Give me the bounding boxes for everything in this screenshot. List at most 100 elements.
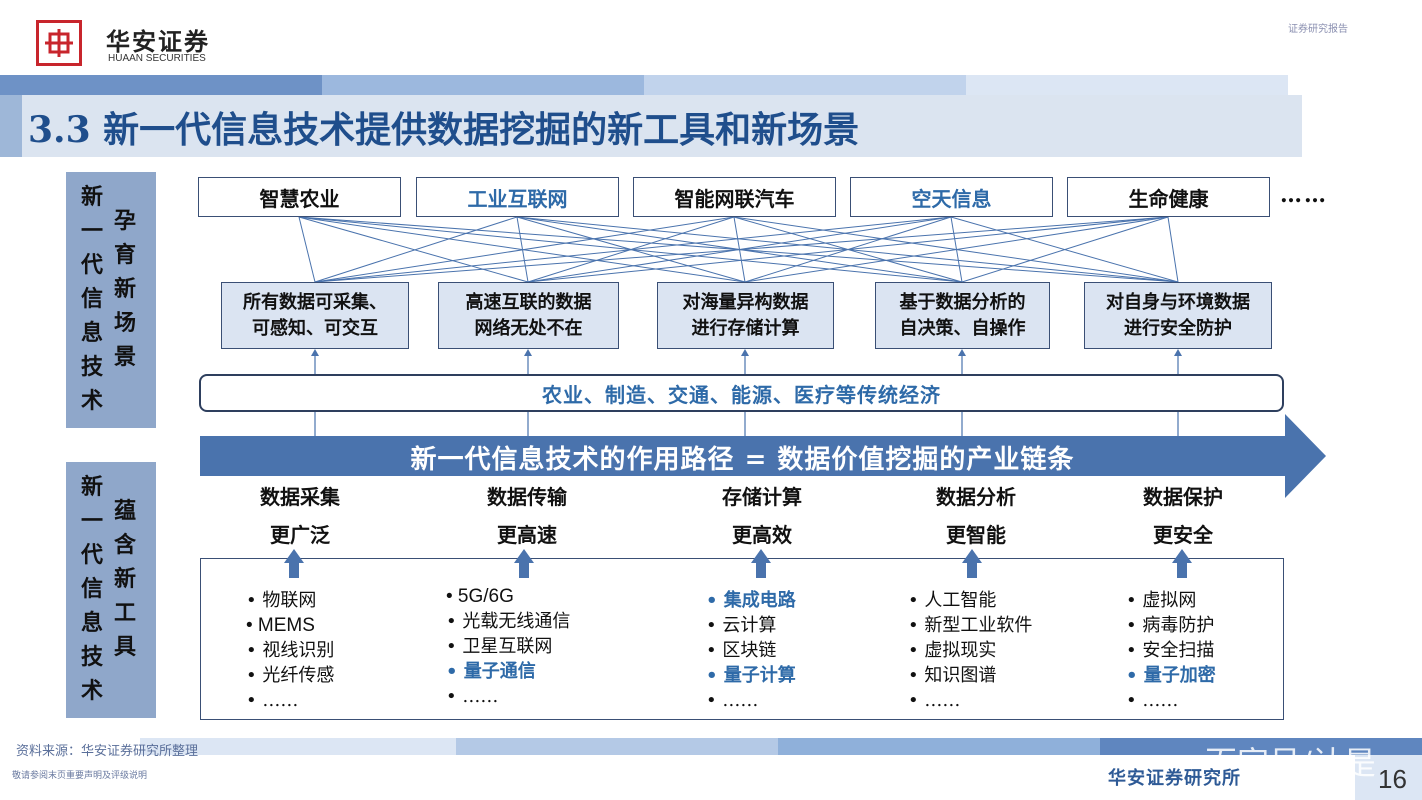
tool-item: • 新型工业软件 — [908, 615, 1033, 636]
page-number: 16 — [1378, 764, 1407, 794]
footer-stripe — [456, 738, 778, 755]
connector-line — [314, 216, 1169, 283]
stage-name: 数据传输 — [487, 485, 567, 509]
up-arrow-icon — [284, 549, 304, 578]
tools-box — [200, 558, 1284, 720]
tool-item: • 安全扫描 — [1126, 640, 1215, 661]
tool-item: • …… — [246, 690, 299, 711]
disclaimer: 敬请参阅末页重要声明及评级说明 — [12, 771, 148, 781]
header-stripe — [644, 75, 966, 95]
slide-title: 3.3 新一代信息技术提供数据挖掘的新工具和新场景 — [28, 109, 860, 151]
side-label-tech: 新一代信息技术 — [80, 184, 103, 414]
tool-item: • 知识图谱 — [908, 665, 997, 686]
tool-item: • 卫星互联网 — [446, 636, 553, 657]
header-stripe — [966, 75, 1288, 95]
page-corner — [1355, 755, 1422, 800]
watermark: 百家号/认是 — [1205, 744, 1376, 782]
connector-line — [961, 216, 1169, 283]
stage-quality: 更安全 — [1153, 523, 1213, 547]
scene-box: 智慧农业 — [198, 177, 401, 217]
connector-line — [527, 216, 1169, 283]
tool-item: • 视线识别 — [246, 640, 335, 661]
stage-name: 数据分析 — [936, 485, 1016, 509]
traditional-economy-bar: 农业、制造、交通、能源、医疗等传统经济 — [199, 374, 1284, 412]
effect-line: 自决策、自操作 — [899, 317, 1026, 339]
side-label-new-scenes: 孕育新场景 — [113, 208, 136, 370]
tool-item: • MEMS — [246, 615, 315, 636]
stage-name: 数据采集 — [260, 485, 340, 509]
stage-quality: 更广泛 — [270, 523, 330, 547]
tool-item: • …… — [706, 690, 759, 711]
side-panel-tools — [66, 462, 156, 718]
header-stripe — [322, 75, 644, 95]
scene-label: 工业互联网 — [467, 186, 568, 211]
small-arrowhead — [311, 349, 319, 356]
tool-list: • 5G/6G• 光载无线通信• 卫星互联网• 量子通信• …… — [446, 584, 570, 709]
effect-line: 所有数据可采集、 — [243, 291, 387, 313]
tool-item: • 光载无线通信 — [446, 611, 571, 632]
header-stripe — [0, 75, 322, 95]
tool-item: • …… — [446, 686, 499, 707]
small-arrowhead — [741, 349, 749, 356]
up-arrow-icon — [1172, 549, 1192, 578]
tool-item: • 集成电路 — [706, 590, 796, 611]
up-arrow-icon — [514, 549, 534, 578]
effect-line: 进行存储计算 — [691, 317, 800, 339]
effect-box: 所有数据可采集、可感知、可交互 — [221, 282, 409, 349]
stage-quality: 更高速 — [497, 523, 557, 547]
effect-box: 基于数据分析的自决策、自操作 — [875, 282, 1050, 349]
tool-list: • 虚拟网• 病毒防护• 安全扫描• 量子加密• …… — [1126, 588, 1216, 713]
scene-label: 空天信息 — [911, 186, 992, 211]
effect-line: 进行安全防护 — [1124, 317, 1232, 339]
tool-list: • 人工智能• 新型工业软件• 虚拟现实• 知识图谱• …… — [908, 588, 1032, 713]
connector-line — [298, 216, 316, 283]
up-arrow-icon — [962, 549, 982, 578]
footer-stripe — [140, 738, 456, 755]
scene-label: 智慧农业 — [259, 186, 340, 211]
small-arrowhead — [1174, 349, 1182, 356]
brand-name-en: HUAAN SECURITIES — [108, 53, 206, 64]
scene-box: 生命健康 — [1067, 177, 1270, 217]
effect-line: 对自身与环境数据 — [1106, 291, 1250, 313]
tool-list: • 集成电路• 云计算• 区块链• 量子计算• …… — [706, 588, 796, 713]
effect-line: 网络无处不在 — [474, 317, 583, 339]
source-note: 资料来源：华安证券研究所整理 — [16, 744, 199, 759]
path-arrow-label: 新一代信息技术的作用路径 = 数据价值挖掘的产业链条 — [410, 444, 1075, 475]
scene-label: 智能网联汽车 — [674, 186, 795, 211]
stage-name: 存储计算 — [722, 485, 802, 509]
connector-line — [314, 216, 518, 283]
stage-quality: 更智能 — [946, 523, 1006, 547]
tool-item: • 虚拟现实 — [908, 640, 997, 661]
tool-item: • 云计算 — [706, 615, 777, 636]
footer-institute: 华安证券研究所 — [1108, 768, 1241, 789]
tool-item: • 物联网 — [246, 590, 317, 611]
title-band — [0, 95, 1302, 157]
brand-logo — [36, 20, 82, 66]
small-arrowhead — [958, 349, 966, 356]
effect-line: 基于数据分析的 — [899, 291, 1026, 313]
side-panel-scenes — [66, 172, 156, 428]
title-accent-bar — [0, 95, 22, 157]
effect-line: 对海量异构数据 — [682, 291, 809, 313]
tool-item: • 量子加密 — [1126, 665, 1216, 686]
up-arrow-icon — [751, 549, 771, 578]
scene-label: 生命健康 — [1128, 186, 1209, 211]
tool-item: • 人工智能 — [908, 590, 997, 611]
small-arrowhead — [524, 349, 532, 356]
huaan-logo-icon — [45, 29, 73, 57]
path-arrow-shape — [200, 414, 1326, 498]
tool-item: • 虚拟网 — [1126, 590, 1197, 611]
side-label-new-tools: 蕴含新工具 — [113, 498, 136, 660]
scene-box: 工业互联网 — [416, 177, 619, 217]
connector-line — [314, 216, 735, 283]
tool-item: • 病毒防护 — [1126, 615, 1215, 636]
tool-list: • 物联网• MEMS• 视线识别• 光纤传感• …… — [246, 588, 334, 713]
stage-quality: 更高效 — [732, 523, 792, 547]
connector-line — [744, 216, 1169, 283]
effect-line: 可感知、可交互 — [252, 317, 378, 339]
tool-item: • 区块链 — [706, 640, 777, 661]
tool-item: • 量子通信 — [446, 661, 536, 682]
connector-line — [314, 216, 952, 283]
